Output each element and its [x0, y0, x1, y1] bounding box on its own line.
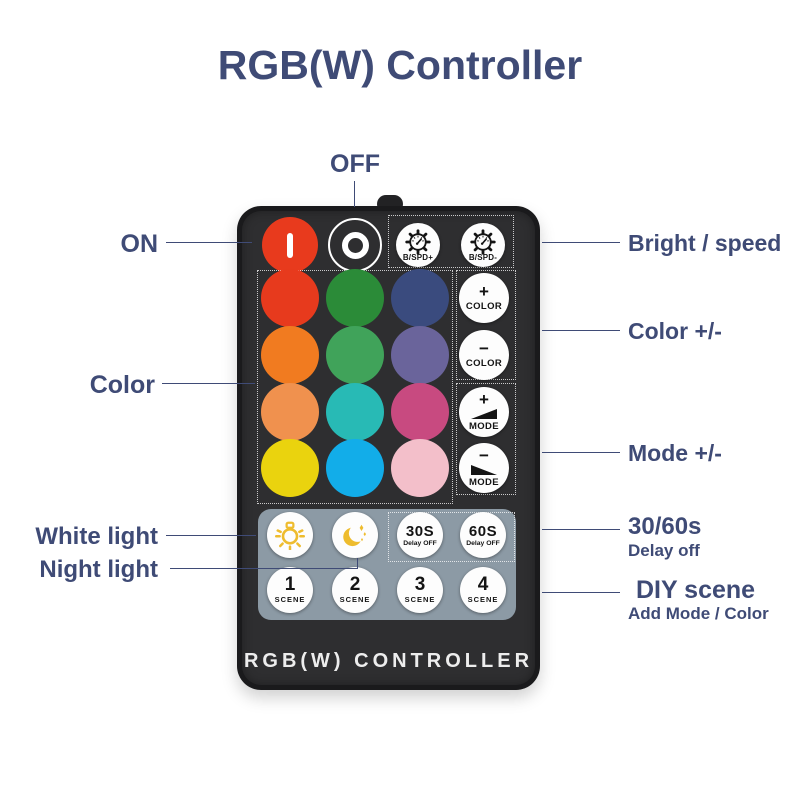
callout-mode-pm: Mode +/-	[628, 440, 722, 466]
color-down-label: COLOR	[465, 357, 503, 369]
mode-up-label: MODE	[468, 420, 500, 432]
callout-delay-title: 30/60s	[628, 513, 702, 540]
color-button-yellow[interactable]	[261, 439, 319, 497]
callout-modepm-line	[542, 452, 620, 453]
bspd-group-border	[388, 215, 514, 268]
callout-night-light: Night light	[39, 556, 158, 583]
gauge-sun-icon	[470, 228, 496, 255]
color-button-rose[interactable]	[391, 383, 449, 441]
delay-60s-label: Delay OFF	[466, 539, 500, 547]
delay-60s-time: 60S	[468, 522, 498, 540]
color-button-red[interactable]	[261, 269, 319, 327]
ramp-up-icon	[471, 408, 497, 419]
scene-4-button[interactable]: 4 SCENE	[460, 567, 506, 613]
delay-group-border	[388, 512, 515, 562]
callout-delay-line	[542, 529, 620, 530]
callout-diy-line	[542, 592, 620, 593]
scene-label: SCENE	[467, 595, 499, 604]
color-button-salmon[interactable]	[261, 383, 319, 441]
brightness-speed-up-button[interactable]: B/SPD+	[396, 223, 440, 267]
callout-night-light-line	[170, 568, 358, 569]
color-button-pink[interactable]	[391, 439, 449, 497]
callout-white-light: White light	[35, 523, 158, 550]
color-button-cyan[interactable]	[326, 439, 384, 497]
delay-30s-time: 30S	[405, 522, 435, 540]
white-light-button[interactable]	[267, 512, 313, 558]
bspd-minus-label: B/SPD-	[468, 252, 498, 262]
scene-label: SCENE	[274, 595, 306, 604]
minus-sign: −	[479, 445, 489, 465]
callout-color-pm: Color +/-	[628, 318, 722, 344]
remote-brand-text: RGB(W) CONTROLLER	[243, 650, 534, 672]
callout-on-line	[166, 242, 252, 243]
color-up-label: COLOR	[465, 300, 503, 312]
mode-down-button[interactable]: − MODE	[459, 443, 509, 493]
gauge-sun-icon	[405, 228, 431, 255]
ramp-down-icon	[471, 464, 497, 475]
callout-night-light-line-v	[356, 558, 358, 568]
scene-label: SCENE	[339, 595, 371, 604]
color-button-teal[interactable]	[326, 383, 384, 441]
scene-number: 1	[284, 574, 296, 595]
mode-up-button[interactable]: + MODE	[459, 387, 509, 437]
scene-2-button[interactable]: 2 SCENE	[332, 567, 378, 613]
callout-off-line	[354, 181, 355, 207]
power-on-button[interactable]	[262, 217, 318, 273]
off-ring-icon	[341, 231, 369, 259]
color-button-jade[interactable]	[326, 326, 384, 384]
callout-diy-sub: Add Mode / Color	[628, 604, 769, 623]
mode-down-label: MODE	[468, 476, 500, 488]
color-up-button[interactable]: + COLOR	[459, 273, 509, 323]
callout-off: OFF	[330, 150, 380, 178]
delay-30s-button[interactable]: 30S Delay OFF	[397, 512, 443, 558]
callout-bright-line	[542, 242, 620, 243]
plus-sign: +	[479, 389, 489, 409]
callout-on: ON	[120, 230, 159, 258]
callout-colorpm-line	[542, 330, 620, 331]
callout-delay-sub: Delay off	[628, 541, 700, 560]
scene-1-button[interactable]: 1 SCENE	[267, 567, 313, 613]
callout-diy-title: DIY scene	[636, 576, 756, 604]
scene-number: 2	[349, 574, 361, 595]
brightness-speed-down-button[interactable]: B/SPD-	[461, 223, 505, 267]
color-button-orange[interactable]	[261, 326, 319, 384]
moon-stars-icon	[343, 524, 367, 547]
night-light-button[interactable]	[332, 512, 378, 558]
callout-white-light-line	[166, 535, 256, 536]
power-off-button[interactable]	[328, 218, 382, 272]
scene-3-button[interactable]: 3 SCENE	[397, 567, 443, 613]
callout-bright-speed: Bright / speed	[628, 230, 782, 256]
remote-control: B/SPD+ B/SPD-	[237, 206, 540, 690]
color-button-purple[interactable]	[391, 326, 449, 384]
page-title: RGB(W) Controller	[217, 42, 583, 88]
color-down-button[interactable]: − COLOR	[459, 330, 509, 380]
callout-color: Color	[89, 371, 155, 399]
plus-sign: +	[479, 281, 489, 301]
bspd-plus-label: B/SPD+	[402, 252, 434, 262]
mode-updown-border	[456, 383, 516, 495]
scene-label: SCENE	[404, 595, 436, 604]
bulb-icon	[275, 521, 305, 550]
delay-60s-button[interactable]: 60S Delay OFF	[460, 512, 506, 558]
minus-sign: −	[479, 338, 489, 358]
color-button-green[interactable]	[326, 269, 384, 327]
delay-30s-label: Delay OFF	[403, 539, 437, 547]
scene-number: 3	[414, 574, 426, 595]
color-button-blue[interactable]	[391, 269, 449, 327]
scene-number: 4	[477, 574, 489, 595]
callout-color-line	[162, 383, 255, 384]
power-bar-icon	[287, 232, 293, 258]
